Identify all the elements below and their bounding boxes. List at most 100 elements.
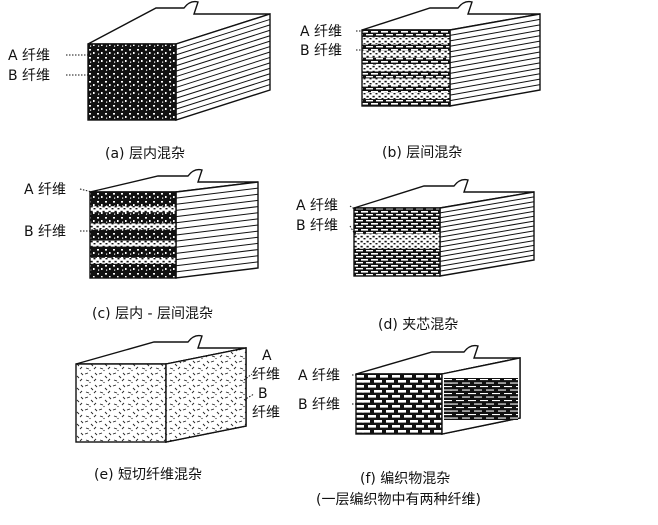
label-fiber-b: B 纤维 [296, 218, 338, 234]
core-fiber-b-layer [354, 233, 440, 249]
weave-tow [480, 407, 488, 409]
ply-line [439, 230, 535, 248]
ply-line [175, 261, 259, 273]
weave-tow [398, 410, 406, 413]
weave-tow [428, 425, 436, 428]
ply-line [175, 236, 259, 248]
ply-line [175, 24, 271, 56]
leader-line [349, 225, 357, 237]
caption-d: (d) 夹芯混杂 [378, 317, 458, 333]
fiber-b-layer [362, 64, 450, 72]
label-fiber-a-word: 纤维 [252, 367, 280, 383]
ply-line [439, 206, 535, 224]
ply-line [449, 40, 541, 58]
weave-tow [486, 389, 494, 391]
weave-tow [444, 410, 452, 412]
fiber-b-layer [90, 240, 176, 247]
weave-tow [492, 407, 500, 409]
weave-tow [356, 380, 364, 383]
weave-tow [456, 414, 464, 416]
weave-tow [516, 393, 518, 395]
weave-tow [428, 375, 436, 378]
ply-line [175, 40, 271, 72]
weave-tow [444, 403, 452, 405]
weave-tow [356, 420, 364, 423]
mixed-fiber-texture [88, 44, 176, 120]
ply-line [439, 210, 535, 228]
fiber-b-layer [90, 223, 176, 230]
weave-tow [498, 396, 506, 398]
caption-f: (f) 编织物混杂 [360, 471, 450, 487]
weave-tow [410, 400, 418, 403]
weave-tow [474, 389, 482, 391]
weave-tow [434, 410, 442, 413]
weave-tow [356, 425, 364, 428]
leader-line [79, 188, 93, 193]
caption-e: (e) 短切纤维混杂 [94, 467, 202, 483]
weave-tow [362, 410, 370, 413]
label-fiber-a: A 纤维 [296, 198, 338, 214]
weave-tow [474, 396, 482, 398]
weave-tow [392, 375, 400, 378]
weave-tow [374, 430, 382, 433]
weave-tow [480, 400, 488, 402]
ply-line [449, 84, 541, 102]
ply-line [175, 224, 259, 236]
weave-tow [398, 400, 406, 403]
weave-tow [440, 375, 442, 378]
ply-line [449, 46, 541, 64]
laminate-top-face [75, 334, 247, 365]
ply-line [449, 51, 541, 69]
ply-line [175, 255, 259, 267]
label-fiber-a: A 纤维 [8, 48, 50, 64]
label-fiber-b: B 纤维 [298, 397, 340, 413]
laminate-top-face [353, 178, 535, 209]
weave-tow [498, 410, 506, 412]
ply-line [449, 73, 541, 91]
weave-tow [492, 393, 500, 395]
weave-tow [440, 405, 442, 408]
ply-line [439, 196, 535, 214]
weave-tow [374, 390, 382, 393]
weave-tow [380, 395, 388, 398]
weave-tow [444, 417, 452, 419]
ply-line [175, 62, 271, 94]
label-fiber-a: A 纤维 [300, 24, 342, 40]
fiber-a-layer [362, 43, 450, 52]
weave-tow [504, 379, 512, 381]
ply-line [449, 24, 541, 42]
weave-tow [356, 390, 364, 393]
weave-tow [428, 385, 436, 388]
ply-line [175, 242, 259, 254]
weave-tow [440, 425, 442, 428]
weave-tow [456, 379, 464, 381]
fiber-a-layer [362, 71, 450, 79]
weave-tow [368, 415, 376, 418]
weave-tow [404, 405, 412, 408]
weave-tow [516, 400, 518, 402]
fiber-b-layer [362, 78, 450, 86]
weave-tow [444, 393, 452, 395]
panel-d: A 纤维 B 纤维 (d) 夹芯混杂 [296, 178, 535, 333]
weave-tow [504, 393, 512, 395]
weave-tow [444, 386, 452, 388]
fiber-a-layer [362, 30, 450, 38]
weave-tow [356, 395, 364, 398]
weave-tow [510, 417, 518, 419]
weave-tow [462, 403, 470, 405]
weave-tow [356, 410, 364, 413]
weave-tow [444, 382, 452, 384]
weave-tow [416, 405, 424, 408]
weave-tow [392, 405, 400, 408]
ply-line [175, 84, 271, 116]
caption-f-note: (一层编织物中有两种纤维) [316, 492, 481, 508]
ply-line [449, 35, 541, 53]
ply-line [439, 240, 535, 258]
weave-tow [468, 393, 476, 395]
weave-tow [504, 407, 512, 409]
ply-line [175, 35, 271, 67]
fiber-b-layer [90, 257, 176, 264]
weave-tow [386, 420, 394, 423]
weave-tow [510, 396, 518, 398]
